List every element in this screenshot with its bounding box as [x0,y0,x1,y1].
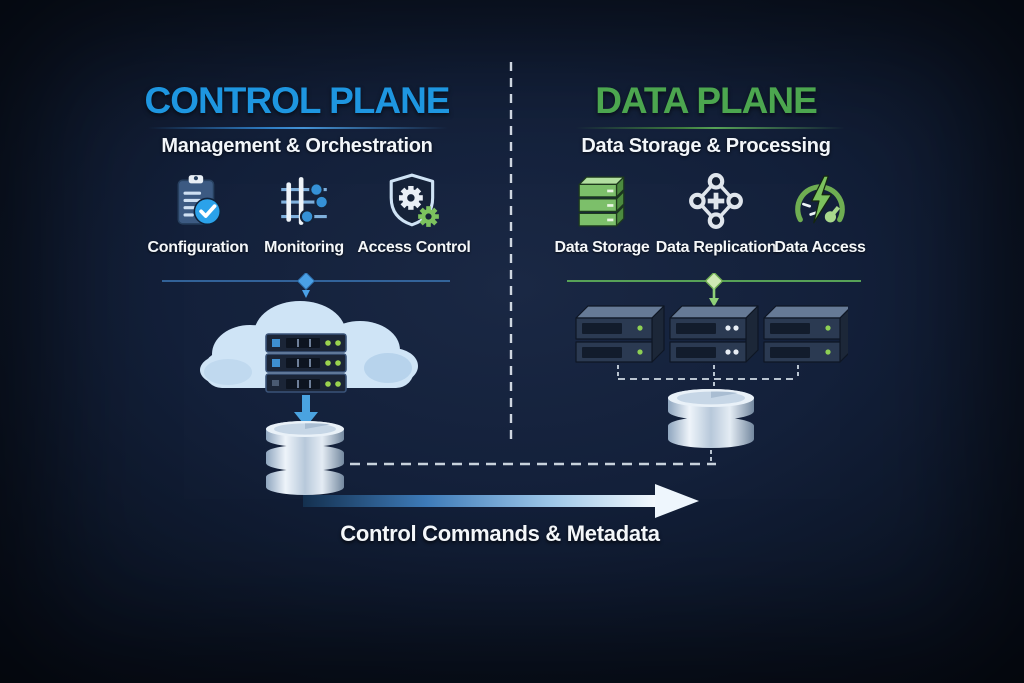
data-plane-item-data-storage: Data Storage [540,172,664,257]
data-database-icon [668,389,754,462]
control-plane-subtitle: Management & Orchestration [161,135,433,157]
flow-label: Control Commands & Metadata [340,521,660,546]
gauge-lightning-icon [795,175,845,224]
sliders-icon [281,177,329,225]
linked-nodes-icon [689,173,743,229]
data-plane-title-rule [575,127,845,129]
control-plane-item-configuration: Configuration [136,172,260,257]
item-label: Monitoring [264,239,344,256]
green-server-stack-icon [578,176,625,227]
item-label: Data Access [774,239,866,256]
item-label: Configuration [147,239,249,256]
shield-gears-icon [389,173,439,227]
flow-arrow [303,484,699,518]
control-plane-connector-line [162,273,450,298]
control-plane-item-monitoring: Monitoring [242,172,366,257]
item-label: Data Replication [655,239,777,256]
control-plane-item-access-control: Access Control [352,172,476,257]
green-gear [418,206,439,227]
data-plane-subtitle: Data Storage & Processing [581,135,831,157]
cloud-server-rack-icon [200,301,418,393]
clipboard-check-icon [177,175,222,226]
item-label: Data Storage [554,239,650,256]
database-dashed-link [350,462,716,466]
white-gear [398,185,423,210]
data-plane-title: DATA PLANE [595,80,818,121]
flask-glyph [824,205,841,223]
data-plane-connector-line [567,273,861,307]
control-plane-title: CONTROL PLANE [144,80,451,121]
data-plane-item-data-replication: Data Replication [654,172,778,257]
control-plane-title-rule [148,127,448,129]
control-database-icon [266,421,344,495]
down-arrow-icon [294,395,318,427]
item-label: Access Control [357,239,471,256]
data-plane-item-data-access: Data Access [758,172,882,257]
data-server-cluster-icon [575,305,848,363]
